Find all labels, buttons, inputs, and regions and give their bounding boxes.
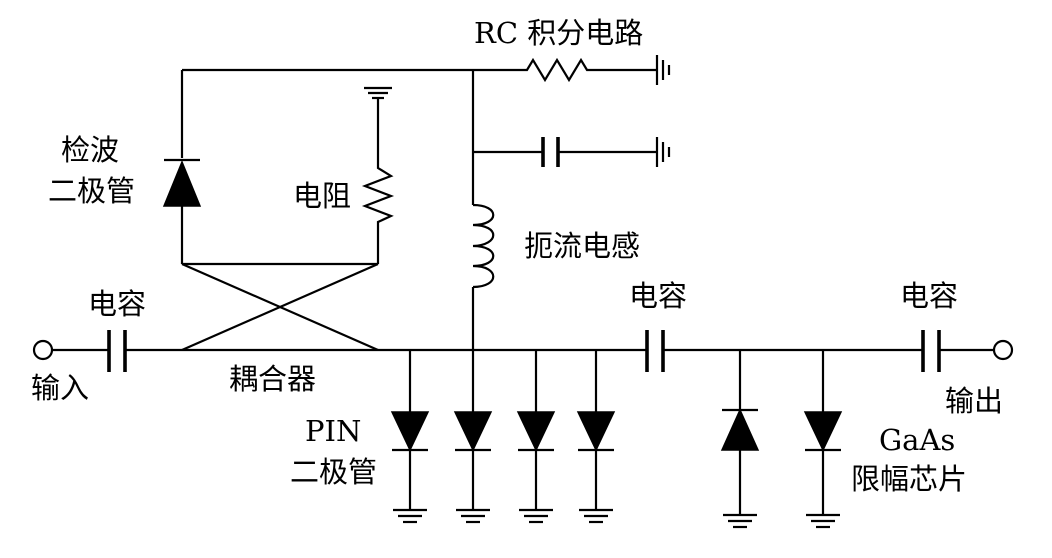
detector-diode: [162, 158, 202, 207]
ground-bias-capacitor: [655, 137, 671, 167]
pin-diode-label-line1: PIN: [305, 414, 361, 448]
pin-diode-label-line2: 二极管: [290, 455, 377, 489]
input-capacitor: [107, 330, 127, 372]
output-capacitor-label: 电容: [900, 279, 958, 313]
rf-choke-inductor: [472, 203, 495, 289]
middle-capacitor: [645, 330, 665, 372]
resistor: [361, 162, 395, 226]
ground-gaas1: [723, 513, 757, 529]
pin-diode-3: [516, 411, 556, 452]
ground-pin2: [456, 508, 490, 524]
bias-capacitor: [541, 137, 560, 167]
input-terminal: [32, 339, 54, 361]
detector-diode-label-line2: 二极管: [48, 174, 135, 208]
coupler-cross-b: [181, 262, 379, 352]
ground-pin1: [393, 508, 427, 524]
ground-resistor: [364, 86, 392, 100]
gaas-label-line2: 限幅芯片: [851, 462, 967, 496]
gaas-label-line1: GaAs: [879, 423, 955, 457]
rf-choke-label: 扼流电感: [524, 229, 640, 263]
wires: [52, 68, 994, 515]
ground-pin3: [519, 508, 553, 524]
pin-diode-1: [390, 411, 430, 452]
rc-integrator-label: RC 积分电路: [474, 16, 643, 50]
pin-diode-2: [453, 411, 493, 452]
output-label: 输出: [945, 384, 1003, 418]
rc-resistor: [520, 57, 590, 83]
resistor-label: 电阻: [293, 179, 351, 213]
output-terminal: [992, 339, 1014, 361]
ground-gaas2: [806, 513, 840, 529]
ground-pin4: [579, 508, 613, 524]
input-label: 输入: [31, 371, 89, 405]
middle-capacitor-label: 电容: [629, 279, 687, 313]
ground-rc: [655, 55, 671, 85]
input-capacitor-label: 电容: [88, 287, 146, 321]
detector-diode-label-line1: 检波: [61, 133, 119, 167]
gaas-diode-2: [803, 411, 843, 452]
gaas-diode-1: [720, 408, 760, 451]
pin-diode-4: [576, 411, 616, 452]
coupler-label: 耦合器: [229, 362, 316, 396]
output-capacitor: [921, 330, 941, 372]
